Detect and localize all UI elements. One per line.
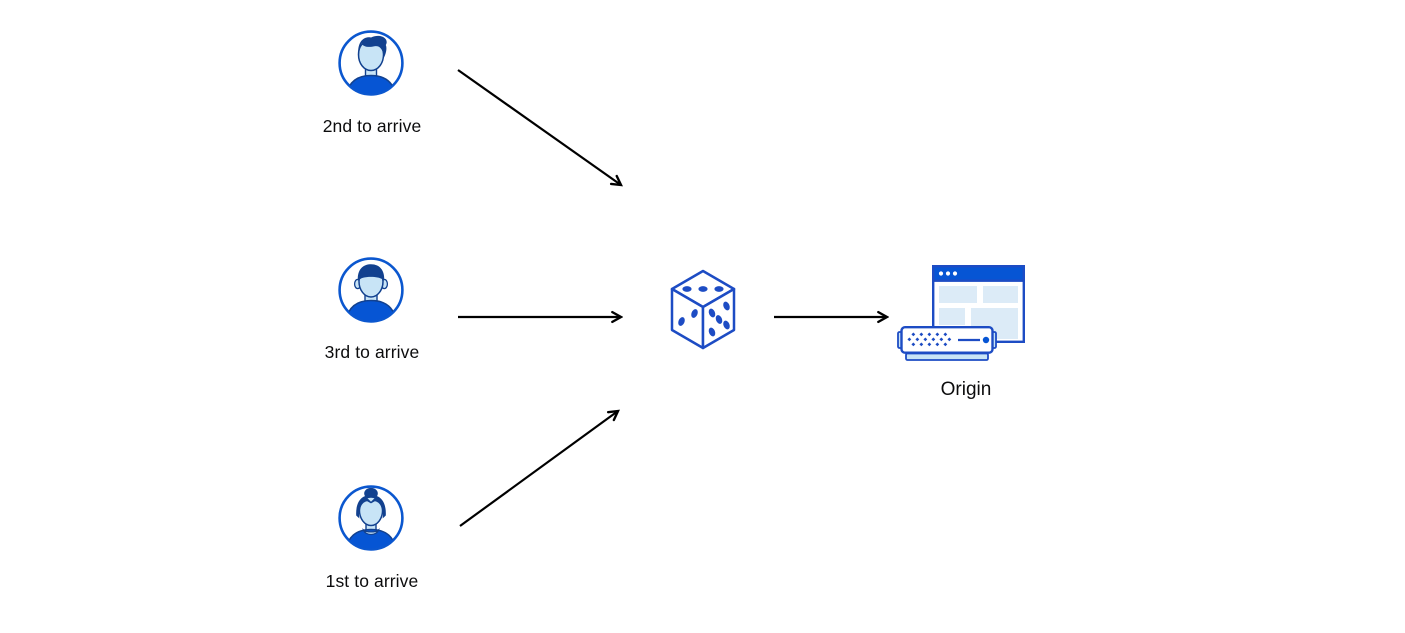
user-male-flat-hair-avatar-icon xyxy=(338,257,404,323)
user-1st-label: 1st to arrive xyxy=(325,571,419,591)
server-icon xyxy=(897,326,997,361)
user-2nd-label: 2nd to arrive xyxy=(322,116,422,136)
arrow-user1-to-dice xyxy=(459,411,618,527)
dice-icon xyxy=(670,269,736,350)
user-male-swept-hair-avatar-icon xyxy=(338,30,404,96)
user-female-bun-avatar-icon xyxy=(338,485,404,551)
origin-label: Origin xyxy=(940,379,992,400)
arrow-user2-to-dice xyxy=(457,69,621,185)
user-3rd-label: 3rd to arrive xyxy=(324,342,420,362)
